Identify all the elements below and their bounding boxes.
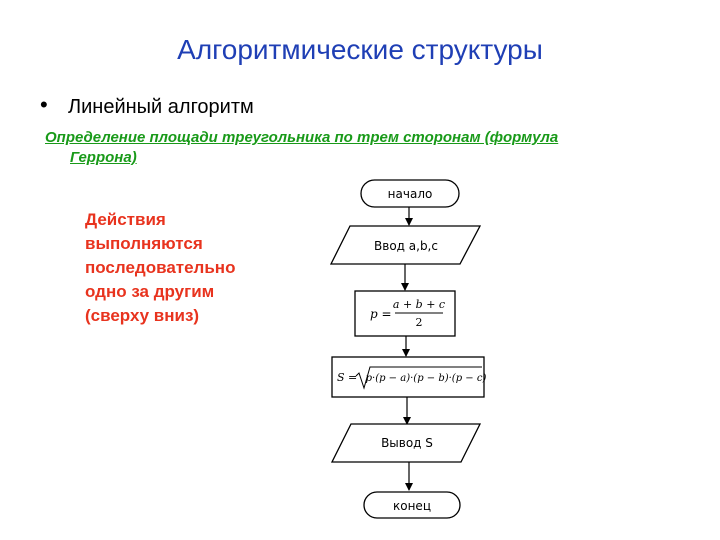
note-line-4: одно за другим [85, 282, 215, 301]
process-box-s [331, 356, 485, 398]
input-label: Ввод a,b,c [374, 239, 438, 253]
subtitle-line-2: Геррона) [70, 149, 137, 166]
start-terminator [360, 179, 460, 208]
note-line-2: выполняются [85, 234, 203, 253]
note-line-3: последовательно [85, 258, 236, 277]
start-label: начало [388, 187, 433, 201]
output-label: Вывод S [381, 436, 433, 450]
input-parallelogram [329, 225, 482, 265]
formula-p-numerator: a + b + c [393, 298, 445, 311]
end-terminator [363, 491, 461, 519]
subtitle-line-1: Определение площади треугольника по трем… [45, 129, 559, 146]
formula-s-lhs: S = [337, 371, 357, 384]
bullet-linear-algorithm: Линейный алгоритм [68, 96, 254, 118]
slide-title: Алгоритмические структуры [177, 34, 543, 65]
note-line-5: (сверху вниз) [85, 306, 200, 325]
end-label: конец [393, 499, 431, 513]
square-root-sign [355, 366, 482, 390]
bullet-dot-icon: • [40, 92, 48, 117]
output-parallelogram [330, 423, 482, 463]
formula-p-denominator: 2 [416, 316, 423, 329]
formula-s-radicand: p·(p − a)·(p − b)·(p − c) [366, 373, 487, 384]
formula-p-lhs: p = [370, 307, 392, 321]
note-line-1: Действия [85, 210, 166, 229]
